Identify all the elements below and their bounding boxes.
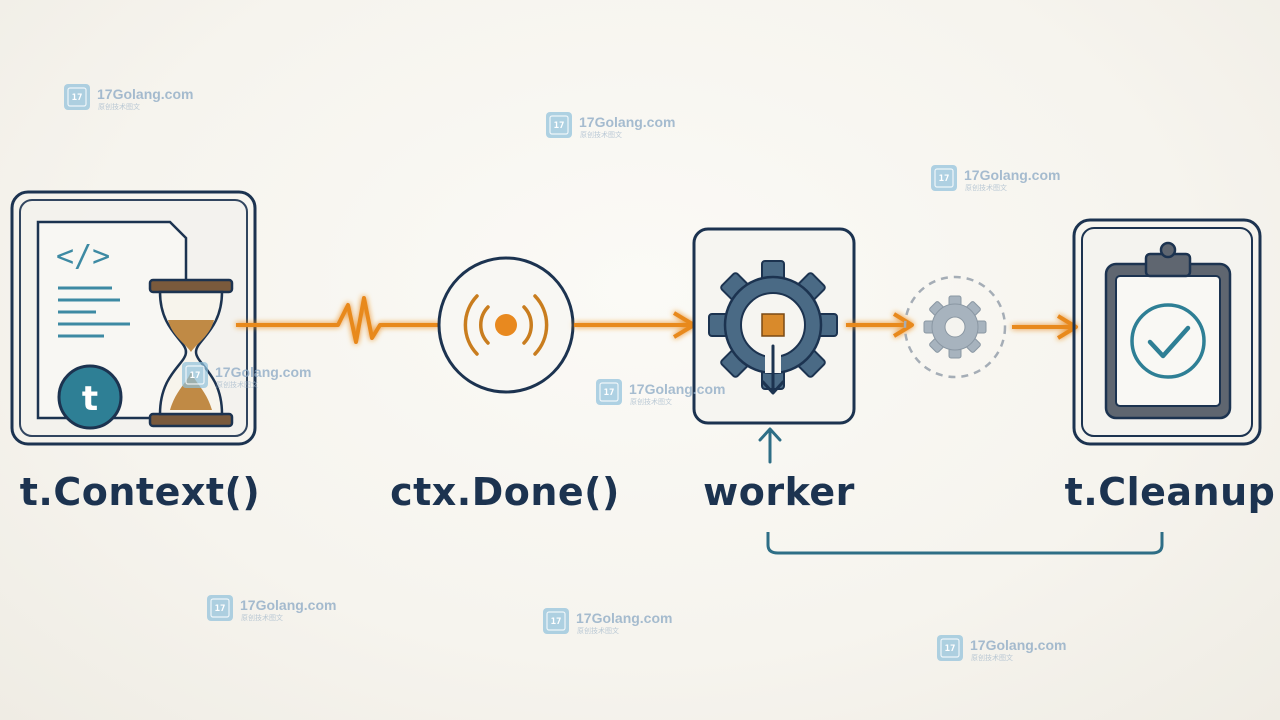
svg-text:原创技术图文: 原创技术图文 (98, 102, 140, 111)
svg-text:17: 17 (72, 93, 83, 103)
svg-text:17Golang.com: 17Golang.com (964, 167, 1060, 183)
svg-text:17: 17 (945, 644, 956, 654)
worker-cleanup-bracket (766, 532, 1164, 555)
svg-text:17Golang.com: 17Golang.com (240, 597, 336, 613)
svg-text:17Golang.com: 17Golang.com (629, 381, 725, 397)
svg-text:17Golang.com: 17Golang.com (97, 86, 193, 102)
up-arrow-icon (758, 427, 782, 464)
done-to-worker-arrow (574, 311, 696, 339)
worker-label: worker (703, 470, 855, 514)
broadcast-signal-icon (463, 294, 549, 356)
worker-node: worker (692, 227, 856, 514)
pending-gear-icon (903, 275, 1007, 379)
watermark-1: 17 17Golang.com 原创技术图文 (63, 83, 193, 111)
watermark-8: 17 17Golang.com 原创技术图文 (936, 634, 1066, 662)
svg-text:17Golang.com: 17Golang.com (579, 114, 675, 130)
svg-text:原创技术图文: 原创技术图文 (216, 380, 258, 389)
down-arrow-icon (761, 344, 785, 395)
svg-text:17: 17 (190, 371, 201, 381)
svg-text:17: 17 (551, 617, 562, 627)
svg-text:原创技术图文: 原创技术图文 (965, 183, 1007, 192)
svg-text:17Golang.com: 17Golang.com (970, 637, 1066, 653)
svg-text:17: 17 (554, 121, 565, 131)
watermark-5: 17 17Golang.com 原创技术图文 (595, 378, 725, 406)
watermark-2: 17 17Golang.com 原创技术图文 (545, 111, 675, 139)
svg-text:17Golang.com: 17Golang.com (215, 364, 311, 380)
svg-text:原创技术图文: 原创技术图文 (971, 653, 1013, 662)
svg-text:17Golang.com: 17Golang.com (576, 610, 672, 626)
signal-pulse-connector (236, 296, 440, 344)
svg-text:17: 17 (939, 174, 950, 184)
watermark-7: 17 17Golang.com 原创技术图文 (542, 607, 672, 635)
cleanup-label: t.Cleanup (1065, 470, 1276, 514)
watermark-3: 17 17Golang.com 原创技术图文 (930, 164, 1060, 192)
context-node: </> t t.Context() (10, 190, 261, 514)
t-badge-letter: t (82, 379, 98, 419)
code-glyph: </> (56, 239, 110, 274)
clipboard-check-icon (1104, 241, 1232, 420)
context-label: t.Context() (20, 470, 261, 514)
watermark-4: 17 17Golang.com 原创技术图文 (181, 361, 311, 389)
svg-text:17: 17 (604, 388, 615, 398)
svg-text:原创技术图文: 原创技术图文 (580, 130, 622, 139)
watermark-6: 17 17Golang.com 原创技术图文 (206, 594, 336, 622)
gear-to-cleanup-arrow (1012, 314, 1078, 340)
done-node: ctx.Done() (390, 256, 620, 514)
svg-text:原创技术图文: 原创技术图文 (241, 613, 283, 622)
done-label: ctx.Done() (390, 470, 620, 514)
svg-text:原创技术图文: 原创技术图文 (630, 397, 672, 406)
t-badge: t (57, 364, 123, 430)
cleanup-node: t.Cleanup (1065, 218, 1276, 514)
svg-text:原创技术图文: 原创技术图文 (577, 626, 619, 635)
svg-text:17: 17 (215, 604, 226, 614)
worker-to-gear-arrow (846, 312, 914, 338)
